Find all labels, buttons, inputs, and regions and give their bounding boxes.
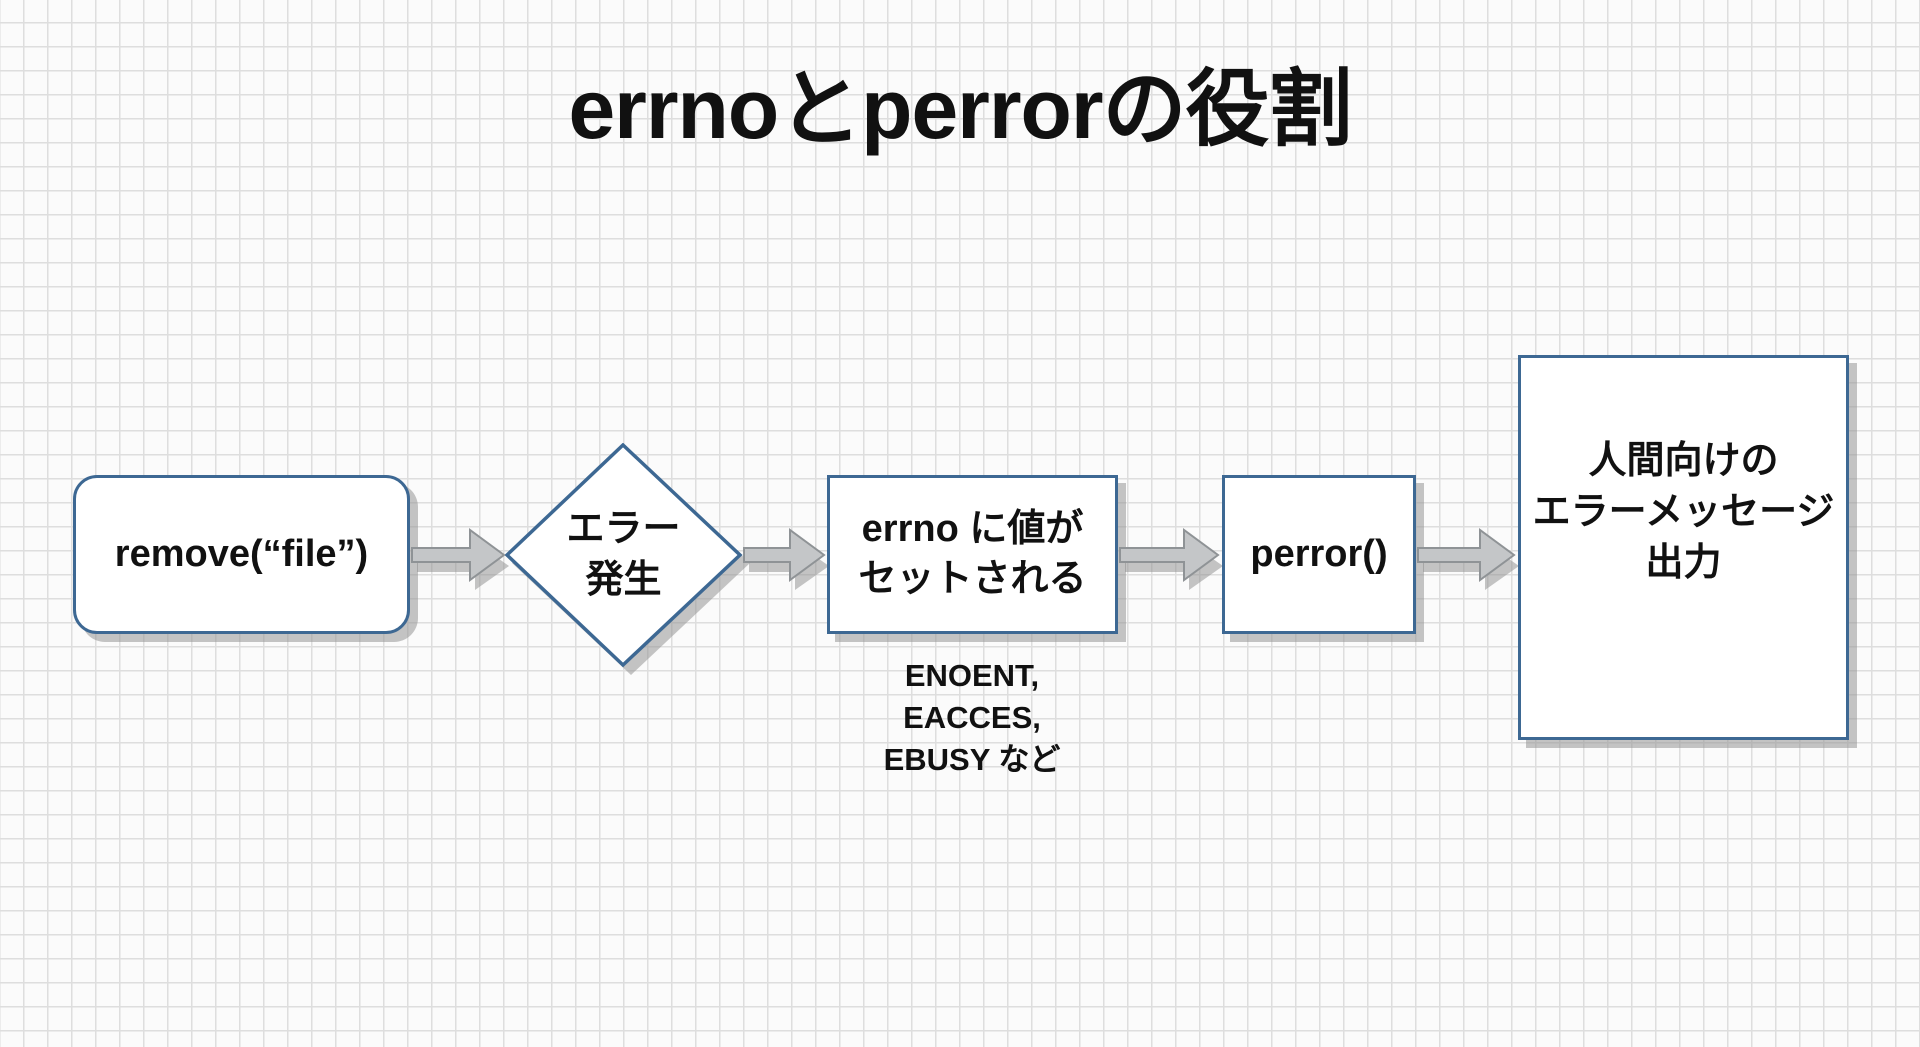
remove-label: remove(“file”) bbox=[114, 532, 369, 575]
errno-values-note: ENOENT, EACCES, EBUSY など bbox=[840, 655, 1104, 781]
perror-node: perror() bbox=[1222, 475, 1416, 634]
note-line: EACCES, bbox=[903, 700, 1041, 735]
arrow-icon bbox=[1417, 528, 1519, 590]
note-line: EBUSY など bbox=[883, 742, 1061, 777]
errno-set-node: errno に値がセットされる bbox=[827, 475, 1118, 634]
errno-label-line1: errno に値が bbox=[861, 508, 1084, 551]
output-label-line2: エラーメッセージ bbox=[1532, 490, 1835, 533]
arrow-icon bbox=[411, 528, 509, 590]
page-title: errnoとperrorの役割 bbox=[568, 62, 1352, 156]
error-decision-node: エラー発生 bbox=[505, 443, 750, 675]
output-label-line3: 出力 bbox=[1645, 542, 1722, 585]
remove-node: remove(“file”) bbox=[73, 475, 410, 634]
arrow-icon bbox=[1119, 528, 1223, 590]
errno-label-line2: セットされる bbox=[858, 557, 1087, 600]
output-label-line1: 人間向けの bbox=[1588, 439, 1779, 482]
error-label-line2: 発生 bbox=[585, 559, 662, 601]
arrow-icon bbox=[743, 528, 829, 590]
error-label-line1: エラー bbox=[566, 507, 681, 550]
message-output-node: 人間向けの エラーメッセージ 出力 bbox=[1518, 355, 1849, 740]
perror-label: perror() bbox=[1250, 532, 1388, 575]
note-line: ENOENT, bbox=[904, 658, 1040, 693]
